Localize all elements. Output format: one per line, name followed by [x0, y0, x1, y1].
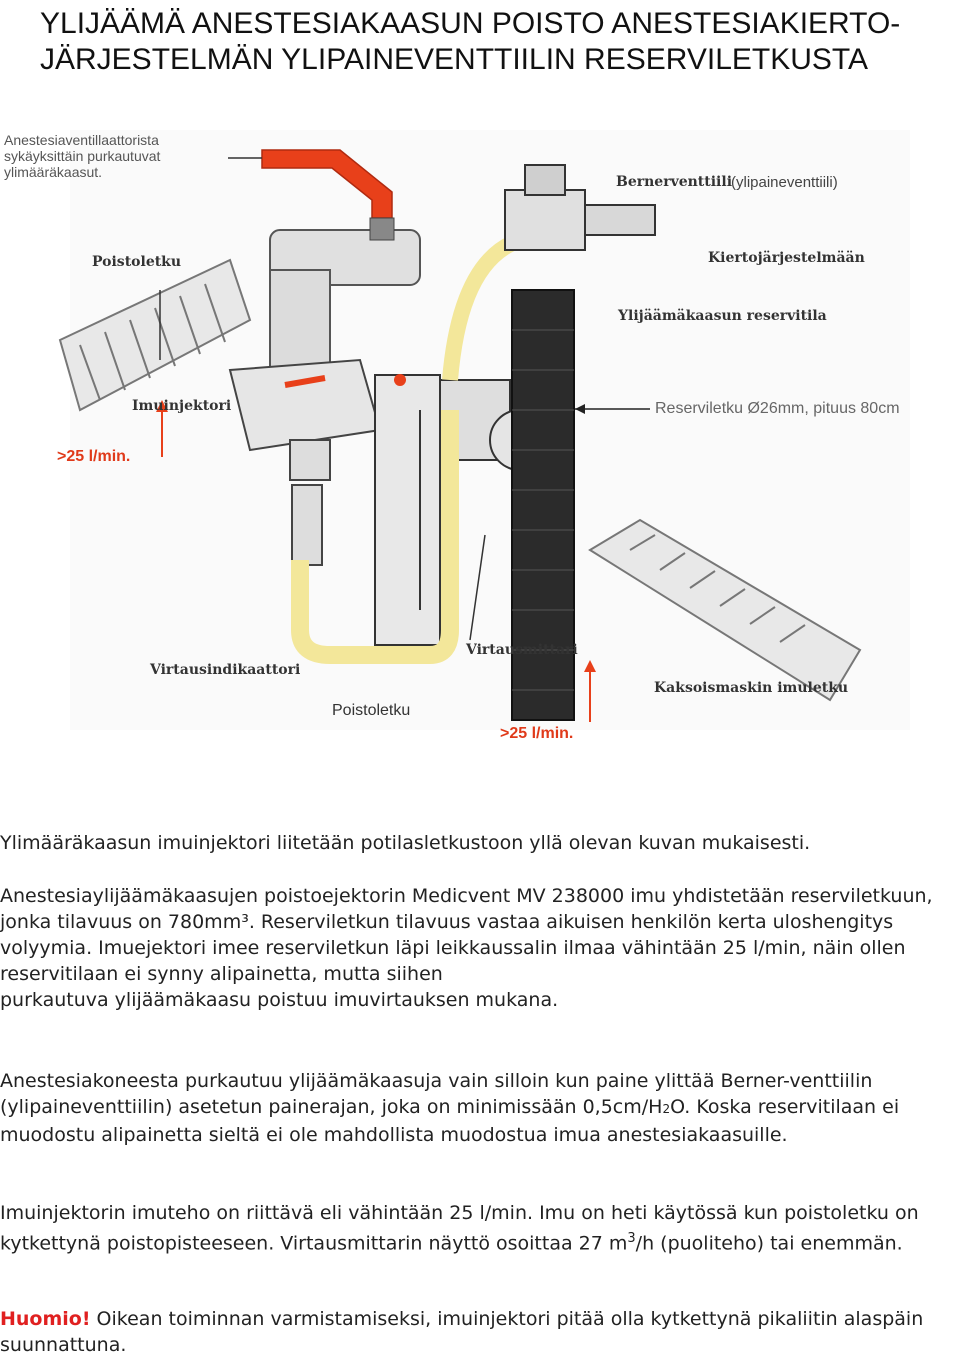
flow-meter-red-dot	[394, 374, 406, 386]
paragraph-1: Ylimääräkaasun imuinjektori liitetään po…	[0, 830, 960, 856]
arrow-tip-connector	[370, 218, 394, 240]
label-imuinjektori: Imuinjektori	[132, 398, 231, 414]
label-poistoletku-top: Poistoletku	[92, 254, 181, 270]
paragraph-4: Imuinjektorin imuteho on riittävä eli vä…	[0, 1200, 960, 1256]
label-reserviletku: Reserviletku Ø26mm, pituus 80cm	[655, 400, 900, 418]
callout-line-1: Anestesiaventillaattorista	[4, 132, 160, 148]
paragraph-4-superscript: 3	[627, 1231, 635, 1246]
flow-meter	[375, 375, 440, 645]
callout-line-2: sykäyksittäin purkautuvat	[4, 148, 160, 164]
valve-outlet	[585, 205, 655, 235]
paragraph-3: Anestesiakoneesta purkautuu ylijäämäkaas…	[0, 1068, 960, 1148]
paragraph-5: Huomio! Oikean toiminnan varmistamiseksi…	[0, 1306, 960, 1358]
paragraph-2-main: Anestesiaylijäämäkaasujen poistoejektori…	[0, 885, 933, 985]
label-bernerventtiili: Bernerventtiili	[616, 174, 732, 190]
paragraph-2: Anestesiaylijäämäkaasujen poistoejektori…	[0, 883, 960, 1013]
label-kaksoismaskin: Kaksoismaskin imuletku	[654, 680, 848, 696]
title-line-2: JÄRJESTELMÄN YLIPAINEVENTTIILIN RESERVIL…	[40, 42, 900, 78]
label-flow-left: >25 l/min.	[57, 448, 130, 466]
label-virtausindikaattori: Virtausindikaattori	[150, 662, 300, 678]
callout-text: Anestesiaventillaattorista sykäyksittäin…	[4, 132, 160, 180]
label-kiertojarjestelmaan: Kiertojärjestelmään	[708, 250, 865, 266]
berner-valve	[505, 190, 585, 250]
diagram-drawing	[0, 110, 960, 770]
valve-cap	[525, 165, 565, 195]
paragraph-3-subscript: 2	[662, 1102, 670, 1116]
label-reservitila: Ylijäämäkaasun reservitila	[618, 308, 827, 324]
label-virtausmittari: Virtausmittari	[466, 642, 578, 658]
page-title: YLIJÄÄMÄ ANESTESIAKAASUN POISTO ANESTESI…	[40, 6, 900, 78]
quick-coupling	[292, 485, 322, 565]
label-flow-bottom: >25 l/min.	[500, 725, 573, 743]
label-poistoletku-bottom: Poistoletku	[332, 702, 410, 720]
paragraph-2-end: purkautuva ylijäämäkaasu poistuu imuvirt…	[0, 989, 558, 1011]
title-line-1: YLIJÄÄMÄ ANESTESIAKAASUN POISTO ANESTESI…	[40, 6, 900, 42]
callout-line-3: ylimääräkaasut.	[4, 164, 160, 180]
paragraph-4-end: /h (puoliteho) tai enemmän.	[636, 1232, 903, 1254]
label-ylipaineventtiili: (ylipaineventtiili)	[731, 174, 838, 191]
huomio-label: Huomio!	[0, 1308, 91, 1330]
paragraph-5-text: Oikean toiminnan varmistamiseksi, imuinj…	[0, 1308, 923, 1356]
injector-connector	[290, 440, 330, 480]
device-diagram: Anestesiaventillaattorista sykäyksittäin…	[0, 110, 960, 770]
